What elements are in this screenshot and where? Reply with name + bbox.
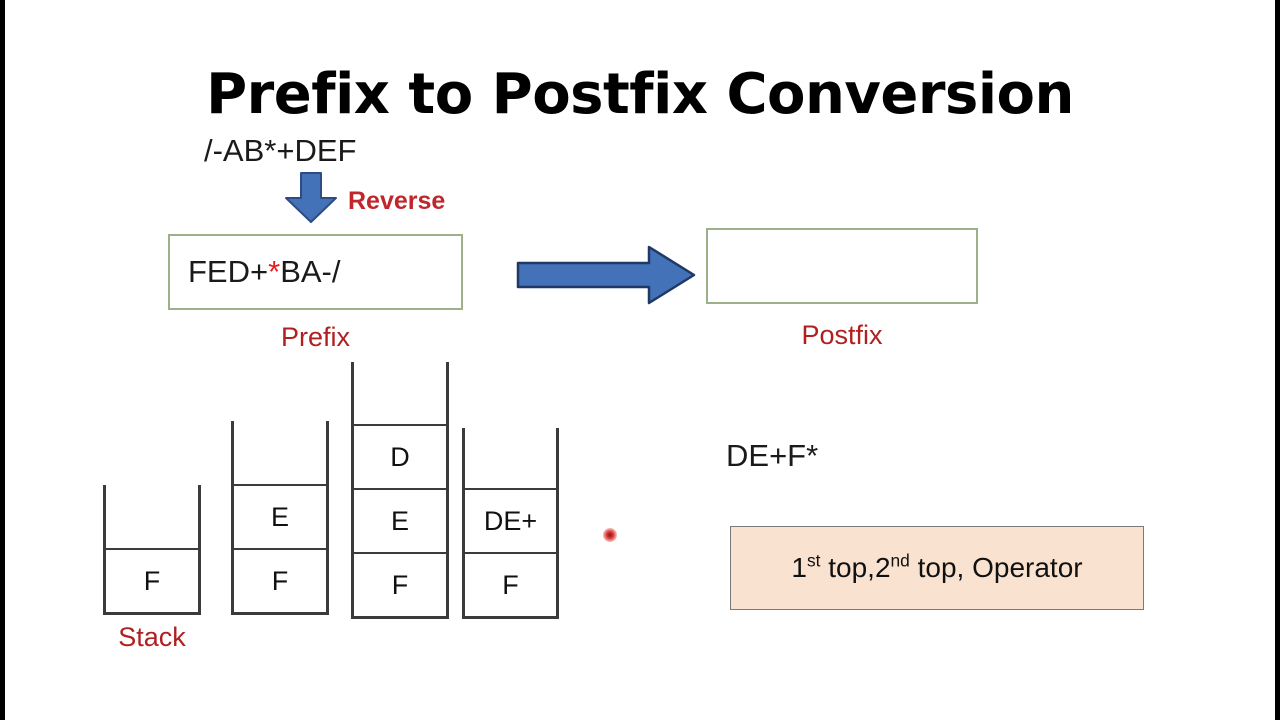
stack-cell: E bbox=[234, 484, 326, 548]
stack-cell: D bbox=[354, 424, 446, 488]
rule-note-text: 1st top,2nd top, Operator bbox=[791, 550, 1083, 583]
stack-snapshot-1: F bbox=[103, 485, 201, 615]
laser-pointer-dot bbox=[603, 528, 617, 542]
page-title: Prefix to Postfix Conversion bbox=[206, 62, 1074, 127]
input-expression: /-AB*+DEF bbox=[204, 133, 357, 168]
stack-empty-space bbox=[106, 485, 198, 548]
stack-label: Stack bbox=[118, 622, 186, 652]
stack-cell: DE+ bbox=[465, 488, 556, 552]
down-arrow-icon bbox=[284, 172, 338, 224]
stack-snapshot-4: DE+ F bbox=[462, 428, 559, 619]
stack-snapshot-2: E F bbox=[231, 421, 329, 615]
stack-empty-space bbox=[234, 421, 326, 484]
stack-cell: F bbox=[354, 552, 446, 616]
result-expression: DE+F* bbox=[726, 438, 819, 473]
rule-sup-nd: nd bbox=[890, 550, 910, 571]
prefix-part-3: BA-/ bbox=[280, 254, 341, 289]
prefix-expression-value: FED+*BA-/ bbox=[188, 254, 340, 290]
rule-note-box: 1st top,2nd top, Operator bbox=[730, 526, 1144, 610]
prefix-caption: Prefix bbox=[280, 322, 351, 352]
reverse-label: Reverse bbox=[348, 187, 446, 215]
letterbox-bar-right bbox=[1275, 0, 1280, 720]
postfix-caption: Postfix bbox=[801, 320, 883, 350]
prefix-expression-box: FED+*BA-/ bbox=[168, 234, 463, 310]
postfix-expression-box bbox=[706, 228, 978, 304]
prefix-part-operator: * bbox=[268, 254, 281, 289]
rule-sup-st: st bbox=[806, 550, 821, 571]
stack-cell: F bbox=[106, 548, 198, 612]
stack-cell: F bbox=[234, 548, 326, 612]
stack-cell: F bbox=[465, 552, 556, 616]
letterbox-bar-left bbox=[0, 0, 5, 720]
stack-empty-space bbox=[465, 428, 556, 488]
right-arrow-icon bbox=[516, 245, 696, 305]
stack-empty-space bbox=[354, 362, 446, 424]
stack-snapshot-3: D E F bbox=[351, 362, 449, 619]
prefix-part-1: FED+ bbox=[188, 254, 269, 289]
stack-cell: E bbox=[354, 488, 446, 552]
